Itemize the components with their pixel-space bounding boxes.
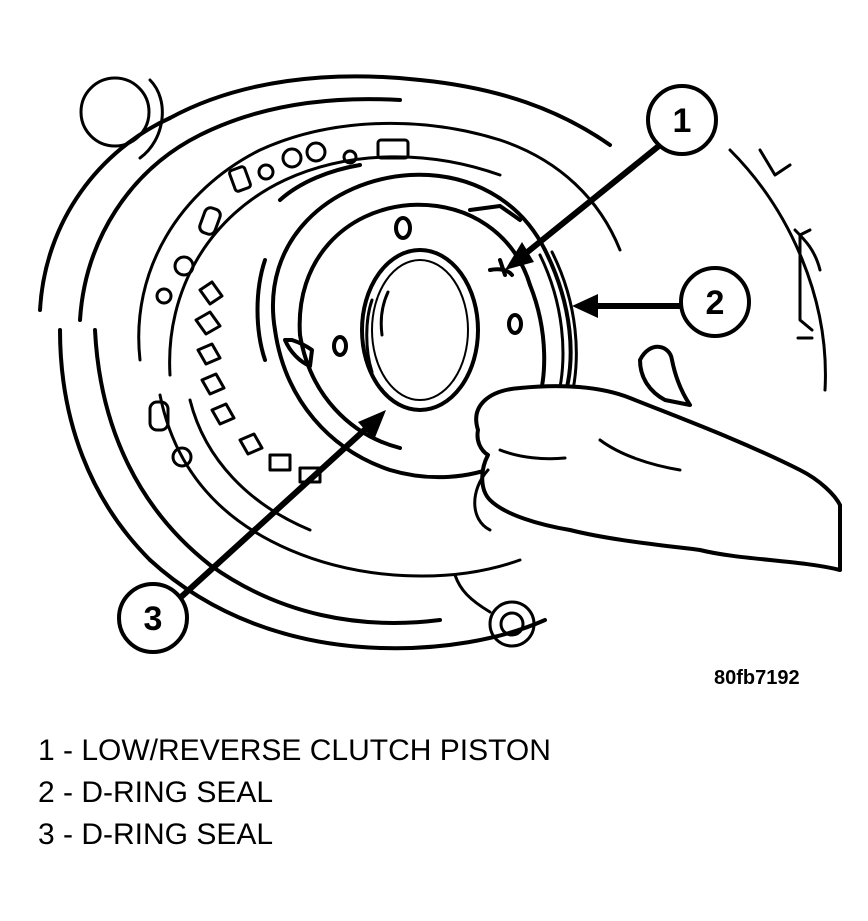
leader-arrowhead-1 — [505, 242, 534, 270]
legend-item-1: 1 - LOW/REVERSE CLUTCH PISTON — [38, 734, 551, 767]
callout-1: 1 — [646, 84, 718, 156]
leader-line-1 — [517, 142, 663, 261]
leader-lines — [177, 142, 691, 601]
callout-2: 2 — [679, 266, 751, 338]
legend: 1 - LOW/REVERSE CLUTCH PISTON 2 - D-RING… — [38, 730, 551, 856]
piston-retainer — [137, 121, 622, 578]
inner-d-ring-seal — [360, 248, 480, 412]
figure-code: 80fb7192 — [714, 667, 800, 689]
callout-3-label: 3 — [144, 600, 163, 638]
callout-3: 3 — [117, 582, 189, 654]
callout-1-label: 1 — [673, 102, 692, 140]
leader-arrowhead-2 — [572, 294, 598, 318]
callout-2-label: 2 — [706, 284, 725, 322]
legend-item-3: 3 - D-RING SEAL — [38, 818, 274, 851]
legend-item-2: 2 - D-RING SEAL — [38, 776, 274, 809]
leader-line-3 — [177, 422, 373, 601]
technician-hand — [473, 344, 842, 572]
leader-arrowhead-3 — [358, 410, 386, 440]
transmission-housing — [38, 74, 827, 651]
